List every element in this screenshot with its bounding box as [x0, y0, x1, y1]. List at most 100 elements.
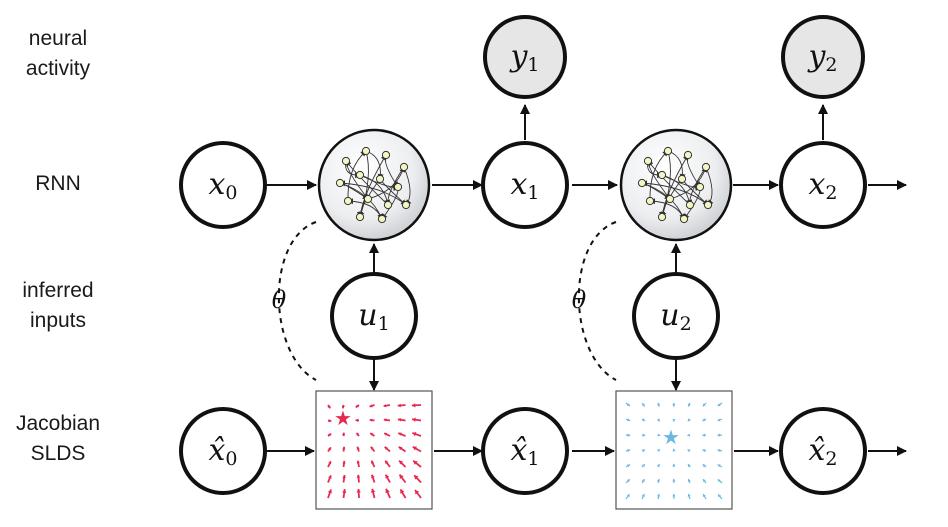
vector-arrowhead — [702, 418, 706, 422]
vector-arrowhead — [383, 418, 387, 422]
svg-text:x̂1: x̂1 — [510, 433, 539, 470]
node-y2: y2 — [781, 15, 865, 99]
vector-arrowhead — [399, 460, 404, 465]
row-label-rnn: RNN — [35, 172, 81, 195]
vector-field-icon: ★ — [315, 390, 433, 510]
row-label-neural-activity-line2: activity — [26, 57, 91, 80]
vector-arrowhead — [356, 446, 360, 450]
vector-arrowhead — [355, 418, 359, 422]
vector-arrowhead — [328, 475, 332, 479]
vector-arrowhead — [687, 403, 691, 407]
network-node — [375, 174, 385, 184]
vector-arrowhead — [688, 464, 691, 468]
node-u1-base: u — [358, 298, 377, 333]
vector-arrowhead — [328, 433, 332, 437]
network-node — [399, 162, 409, 172]
network-node — [361, 146, 371, 156]
svg-text:u2: u2 — [660, 298, 691, 335]
network-node — [377, 214, 387, 224]
node-x2-sub: 2 — [825, 182, 837, 204]
vector-arrowhead — [341, 405, 345, 409]
theta-dashed-connector-1 — [277, 221, 317, 381]
network-edge — [347, 150, 367, 202]
vector-arrowhead — [328, 419, 332, 423]
vector-arrowhead — [687, 433, 691, 437]
vector-arrowhead — [412, 446, 418, 451]
node-u1-sub: 1 — [378, 313, 390, 335]
vector-arrowhead — [342, 489, 347, 493]
network-edge — [660, 150, 671, 218]
vector-arrowhead — [369, 418, 373, 422]
node-x0-base: x — [208, 167, 225, 202]
vector-arrowhead — [718, 494, 721, 498]
vector-arrowhead — [702, 403, 706, 407]
vector-arrowhead — [356, 460, 360, 464]
fixed-point-star-icon: ★ — [662, 427, 680, 449]
vector-arrowhead — [385, 474, 390, 479]
theta-dashed-connector-2 — [577, 221, 617, 381]
vector-arrowhead — [356, 488, 361, 493]
network-node — [657, 170, 667, 180]
node-u2-base: u — [660, 298, 679, 333]
svg-text:x1: x1 — [510, 167, 539, 204]
network-node — [355, 170, 365, 180]
vector-arrowhead — [415, 489, 420, 495]
svg-text:x̂0: x̂0 — [208, 433, 237, 470]
vector-arrowhead — [627, 448, 631, 453]
vector-arrowhead — [717, 403, 721, 407]
vector-arrowhead — [328, 447, 331, 451]
network-node — [363, 194, 373, 204]
node-xhat2-sub: 2 — [825, 448, 837, 470]
vector-arrowhead — [657, 433, 661, 437]
vector-arrowhead — [702, 433, 706, 437]
network-edge — [649, 150, 669, 202]
fixed-point-star-icon: ★ — [334, 408, 352, 430]
svg-text:u1: u1 — [358, 298, 389, 335]
vector-arrowhead — [327, 405, 331, 409]
network-node — [683, 150, 693, 160]
vector-arrowhead — [672, 418, 676, 422]
vector-arrowhead — [370, 446, 374, 450]
vector-arrowhead — [641, 494, 645, 498]
rnn-network-icon — [317, 128, 431, 242]
vector-arrowhead — [687, 478, 691, 482]
network-node — [645, 196, 655, 206]
network-node — [643, 156, 653, 166]
vector-arrowhead — [656, 418, 660, 422]
node-x2-base: x — [808, 167, 825, 202]
node-xhat1-base: x̂ — [510, 433, 527, 468]
svg-text:y2: y2 — [806, 39, 837, 76]
node-x1-base: x — [510, 167, 527, 202]
vector-arrowhead — [672, 478, 676, 482]
vector-arrowhead — [641, 464, 645, 468]
vector-arrowhead — [687, 418, 691, 422]
vector-arrowhead — [355, 404, 359, 408]
vector-arrowhead — [397, 403, 401, 408]
node-x0: x0 — [179, 141, 267, 229]
network-node — [393, 182, 403, 192]
vector-arrowhead — [414, 475, 419, 480]
vector-arrowhead — [626, 479, 630, 483]
node-xhat0-base: x̂ — [208, 433, 225, 468]
vector-arrowhead — [399, 474, 404, 480]
vector-arrowhead — [371, 474, 375, 479]
vector-arrowhead — [385, 488, 390, 494]
vector-arrowhead — [398, 446, 403, 451]
vector-arrowhead — [384, 432, 388, 436]
node-y1-base: y — [508, 39, 528, 74]
vector-arrowhead — [702, 464, 706, 468]
vector-arrowhead — [656, 449, 660, 453]
network-node — [343, 196, 353, 206]
vector-arrowhead — [342, 475, 346, 479]
svg-text:x2: x2 — [808, 167, 837, 204]
vector-arrowhead — [400, 489, 405, 494]
node-x1-sub: 1 — [527, 182, 539, 204]
node-y2-base: y — [806, 39, 826, 74]
network-node — [685, 200, 695, 210]
network-node — [701, 162, 711, 172]
vector-arrowhead — [411, 403, 416, 408]
row-label-neural-activity-line1: neural — [29, 27, 87, 50]
network-node — [657, 212, 667, 222]
vector-arrowhead — [641, 418, 645, 422]
network-node — [703, 200, 713, 210]
